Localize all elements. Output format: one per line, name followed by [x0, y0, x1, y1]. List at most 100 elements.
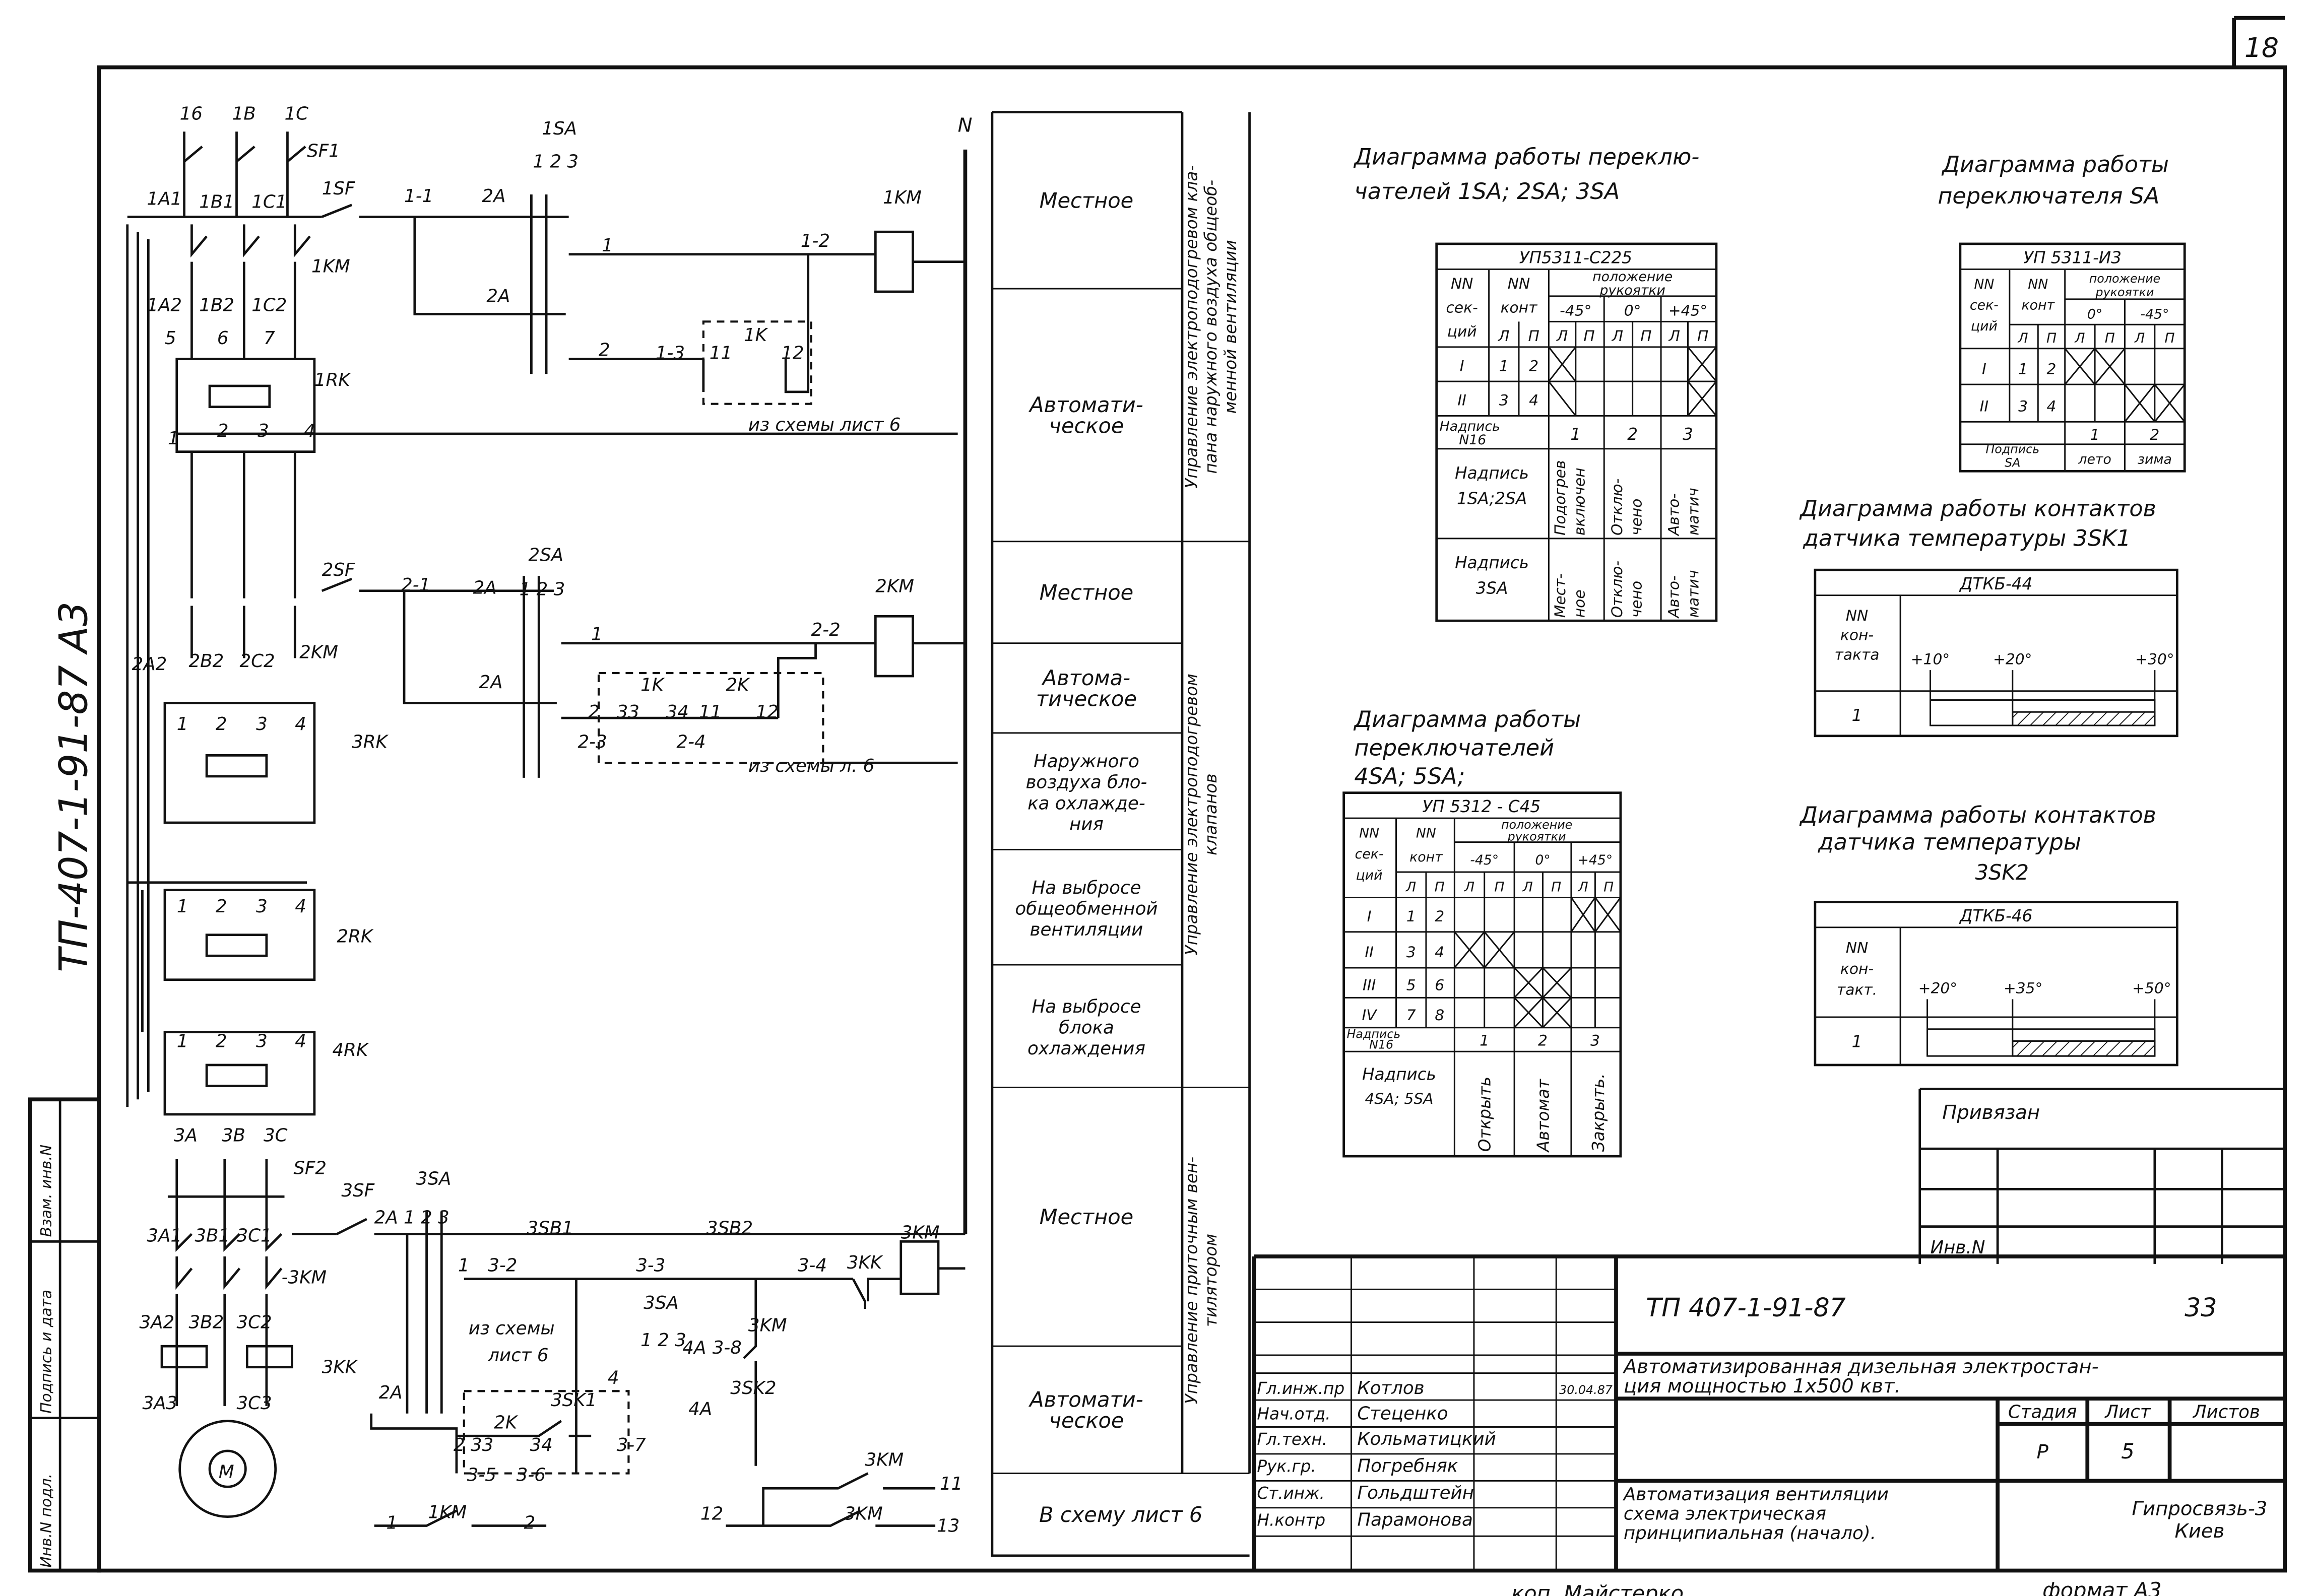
schematic-label: 2	[216, 714, 227, 735]
schematic-label: 1K	[640, 675, 665, 696]
document-number: ТП 407-1-91-87	[1646, 1293, 1845, 1322]
binding-box	[1918, 1088, 2285, 1264]
schematic-label: 1K	[744, 325, 768, 346]
schematic-label: 2KM	[299, 642, 338, 662]
label: -45°	[1470, 852, 1499, 868]
schematic-label: 2RK	[337, 926, 373, 947]
schematic-label: 3SA	[416, 1169, 452, 1189]
label: N16	[1369, 1037, 1393, 1051]
schematic-label: 4A	[688, 1399, 712, 1420]
label: Л	[1498, 327, 1509, 345]
sheet-title: схема электрическая	[1624, 1504, 1826, 1524]
schematic-label: 3-5	[467, 1465, 496, 1485]
schematic-label: 3	[258, 421, 269, 441]
label: рукоятки	[1507, 830, 1566, 844]
schematic-label: 2-3	[577, 732, 607, 753]
label: IV	[1362, 1007, 1378, 1024]
schematic-label: 1-2	[801, 231, 830, 251]
schematic-label: 2B2	[188, 651, 224, 672]
schematic-label: 1KM	[428, 1502, 467, 1523]
mode-row-label: ческое	[1049, 1408, 1124, 1433]
schematic-label: 3A1	[147, 1225, 182, 1246]
schematic-label: 1C	[285, 104, 309, 124]
schematic-label: 6	[217, 328, 229, 349]
label: II	[1365, 944, 1374, 961]
switch-model: УП5311-С225	[1519, 248, 1632, 268]
diagram-title: Диаграмма работы	[1353, 706, 1581, 733]
mode-row-label: ния	[1069, 814, 1104, 835]
label: NN	[1846, 607, 1868, 625]
label: II	[1457, 392, 1466, 410]
label: 4	[1529, 392, 1538, 410]
label: 4SA; 5SA	[1365, 1090, 1433, 1108]
mode-group-label: пана наружного воздуха общеоб-	[1201, 180, 1221, 474]
label: П	[2105, 330, 2115, 346]
label: лето	[2078, 451, 2111, 467]
label: Л	[1556, 327, 1568, 345]
label: П	[1583, 327, 1594, 345]
schematic-label: 3SB1	[527, 1218, 573, 1238]
label: 1	[1406, 908, 1416, 925]
label: Л	[1668, 327, 1680, 345]
mode-group-label: тилятором	[1201, 1234, 1221, 1327]
schematic-label: 3	[256, 714, 268, 735]
schematic-label: 34	[666, 702, 689, 722]
label: сек-	[1446, 299, 1478, 317]
diagram-tables-grid	[1342, 242, 2186, 1158]
schematic-label: 3A	[174, 1125, 198, 1146]
label: 3	[1406, 944, 1416, 961]
strip-sign-date: Подпись и дата	[37, 1290, 55, 1414]
schematic-label: 3KK	[322, 1357, 358, 1378]
schematic-label: 34	[530, 1435, 552, 1455]
label: Л	[1464, 880, 1474, 895]
schematic-label: 1 2 3	[640, 1330, 686, 1351]
label: III	[1363, 977, 1376, 994]
sheet-title: Автоматизация вентиляции	[1623, 1484, 1889, 1505]
schematic-label: 1A2	[147, 295, 182, 316]
label: +45°	[1668, 302, 1708, 319]
label: Листов	[2192, 1402, 2260, 1423]
schematic-label: 2A	[482, 186, 505, 207]
schematic-label: 3C	[264, 1125, 288, 1146]
label: I	[1982, 360, 1986, 378]
label: 6	[1435, 977, 1444, 994]
mode-group-label: менной вентиляции	[1221, 240, 1240, 414]
label: 8	[1435, 1007, 1444, 1024]
schematic-label: 33	[617, 702, 639, 722]
person-role: Нач.отд.	[1257, 1405, 1330, 1424]
label: 1	[1480, 1032, 1489, 1049]
schematic-label: -3KM	[282, 1267, 327, 1288]
schematic-label: 2	[216, 1031, 227, 1051]
label: Надпись	[1347, 1027, 1401, 1041]
person-name: Стеценко	[1357, 1404, 1448, 1424]
person-role: Н.контр	[1257, 1510, 1325, 1530]
mode-row-label: вентиляции	[1030, 919, 1143, 940]
schematic-label: 2C2	[239, 651, 275, 672]
label: 4	[2047, 397, 2057, 415]
schematic-label: 1A1	[147, 189, 182, 210]
mode-row-label: Местное	[1040, 580, 1134, 605]
schematic-label: 3A2	[140, 1312, 175, 1333]
schematic-label: 3C3	[237, 1393, 272, 1414]
label: рукоятки	[2095, 285, 2154, 299]
schematic-label: 3A3	[142, 1393, 177, 1414]
schematic-label: 12	[756, 702, 779, 722]
schematic-label: 2-4	[676, 732, 705, 753]
mode-row-label: Автома-	[1041, 666, 1130, 690]
label: 2	[2150, 426, 2159, 444]
label: -45°	[2140, 306, 2169, 322]
label: +30°	[2135, 650, 2174, 668]
schematic-label: 3RK	[352, 732, 389, 753]
label: Надпись	[1362, 1065, 1436, 1084]
label: Подогрев	[1552, 460, 1569, 536]
label: Л	[1522, 880, 1533, 895]
schematic-label: 2KM	[875, 576, 914, 597]
person-name: Котлов	[1357, 1378, 1424, 1399]
label: ций	[1356, 868, 1383, 883]
person-name: Кольматицкий	[1357, 1429, 1496, 1449]
label: сек-	[1970, 298, 1999, 313]
schematic-label: 3KM	[901, 1222, 940, 1243]
side-stamp: ТП-407-1-91-87 А3	[51, 602, 97, 972]
schematic-label: 16	[180, 104, 203, 124]
strip-inv-podl: Инв.N подл.	[37, 1474, 55, 1568]
